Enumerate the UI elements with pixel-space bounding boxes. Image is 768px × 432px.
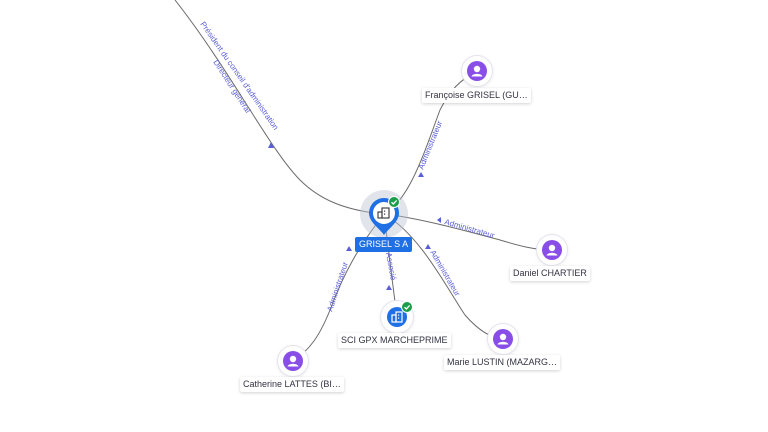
node-daniel[interactable] <box>537 235 567 265</box>
check-icon <box>389 197 399 207</box>
check-icon <box>402 302 412 312</box>
building-icon <box>387 307 407 327</box>
edge-label-president-1: Président du conseil d'administration <box>198 20 280 132</box>
node-label-francoise[interactable]: Françoise GRISEL (GU… <box>422 88 531 103</box>
node-francoise[interactable] <box>462 56 492 86</box>
person-icon <box>467 61 487 81</box>
edge-label-sci: Associé <box>384 252 398 282</box>
edge-label-catherine: Administrateur <box>325 260 350 312</box>
arrow-catherine <box>346 246 352 251</box>
edge-label-francoise: Administrateur <box>417 119 445 171</box>
edge-president <box>174 0 383 215</box>
edge-francoise <box>383 70 478 215</box>
node-label-marie[interactable]: Marie LUSTIN (MAZARG… <box>444 355 561 370</box>
arrow-francoise <box>418 172 424 177</box>
node-label-daniel[interactable]: Daniel CHARTIER <box>510 266 590 281</box>
center-node-pin[interactable] <box>367 196 401 236</box>
center-node-label[interactable]: GRISEL S A <box>355 237 413 252</box>
arrow-president <box>268 142 274 148</box>
node-catherine[interactable] <box>278 346 308 376</box>
node-label-catherine[interactable]: Catherine LATTES (BI… <box>240 377 344 392</box>
edge-daniel <box>383 213 553 251</box>
node-marie[interactable] <box>488 324 518 354</box>
edge-label-marie: Administrateur <box>428 249 462 298</box>
building-icon <box>377 207 390 219</box>
person-icon <box>493 329 513 349</box>
arrow-marie <box>425 244 431 249</box>
arrow-sci <box>386 285 392 290</box>
person-icon <box>542 240 562 260</box>
person-icon <box>283 351 303 371</box>
edge-label-daniel: Administrateur <box>443 217 495 240</box>
arrow-daniel <box>437 217 441 223</box>
node-label-sci[interactable]: SCI GPX MARCHEPRIME <box>338 333 451 348</box>
